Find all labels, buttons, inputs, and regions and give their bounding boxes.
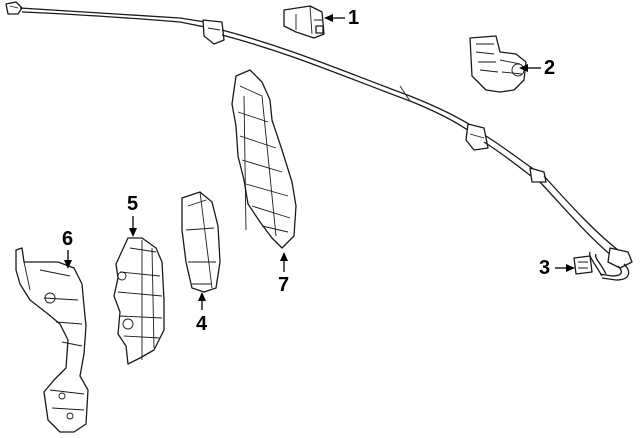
callout-4: 4 bbox=[196, 313, 208, 335]
part-7-deflector bbox=[231, 69, 297, 249]
part-6-bracket bbox=[15, 247, 89, 433]
part-4-pad bbox=[181, 191, 221, 293]
leader-5 bbox=[129, 216, 137, 237]
callout-5: 5 bbox=[127, 193, 139, 215]
leader-3 bbox=[555, 264, 575, 272]
leader-2 bbox=[519, 64, 541, 72]
leader-6 bbox=[64, 250, 72, 269]
part-5-module bbox=[113, 237, 165, 365]
part-2-bracket bbox=[469, 35, 527, 93]
callout-7: 7 bbox=[278, 274, 290, 296]
leader-1 bbox=[324, 14, 345, 22]
part-1-sensor bbox=[283, 5, 325, 39]
callout-1: 1 bbox=[348, 7, 360, 29]
callout-2: 2 bbox=[544, 57, 556, 79]
leader-4 bbox=[198, 292, 206, 310]
callout-3: 3 bbox=[539, 257, 551, 279]
part-3-wire-harness bbox=[5, 1, 633, 281]
leader-7 bbox=[280, 252, 288, 272]
callout-6: 6 bbox=[62, 228, 74, 250]
